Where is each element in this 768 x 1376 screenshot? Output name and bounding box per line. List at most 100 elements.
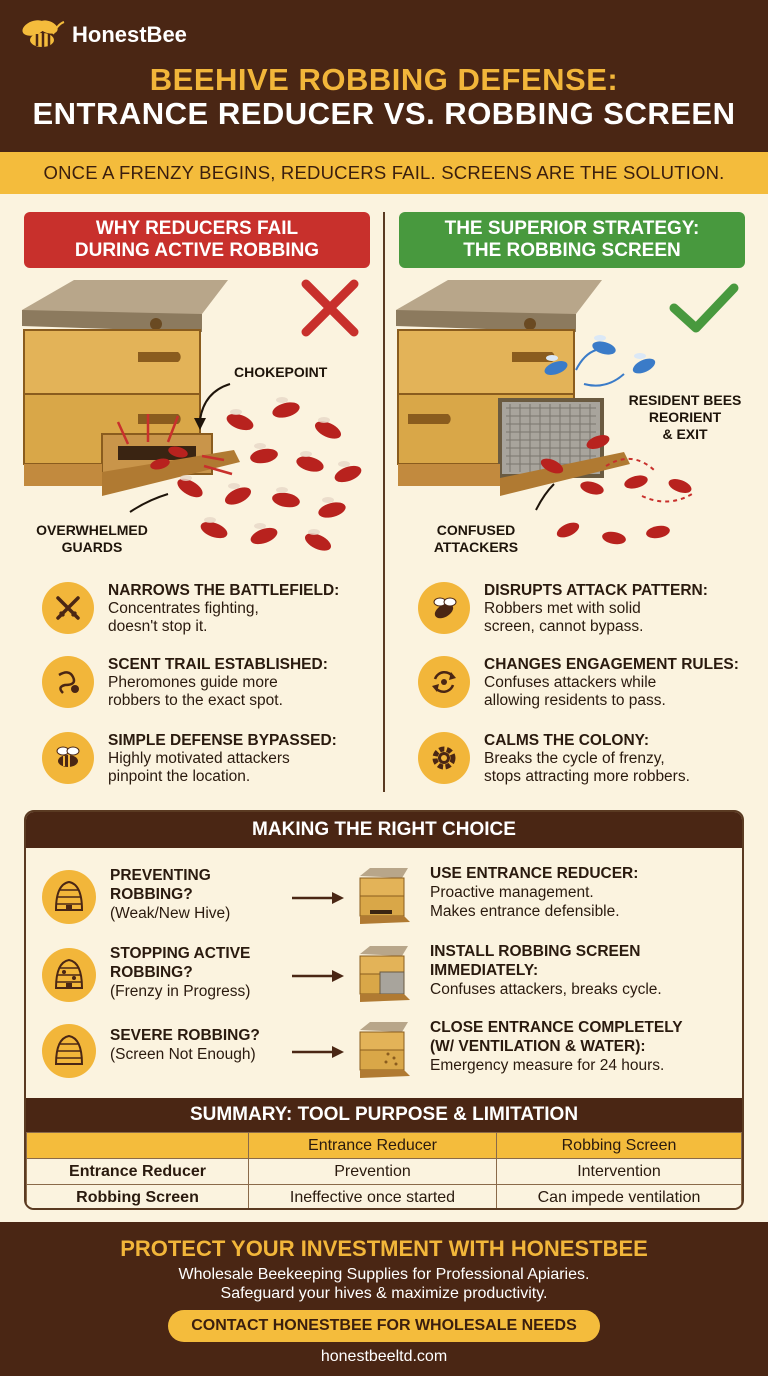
answer-line: Emergency measure for 24 hours.: [430, 1057, 665, 1074]
hive-reducer-illustration: [22, 279, 362, 551]
table-row: Entrance Reducer Prevention Intervention: [26, 1158, 742, 1185]
point-line: Breaks the cycle of frenzy,: [484, 750, 665, 767]
answer-line: Proactive management.: [430, 884, 594, 901]
screen-point-3: CALMS THE COLONY: Breaks the cycle of fr…: [418, 732, 768, 786]
point-line: pinpoint the location.: [108, 768, 251, 785]
point-heading: SIMPLE DEFENSE BYPASSED:: [108, 732, 337, 749]
table-row-header: Robbing Screen: [26, 1184, 249, 1208]
guards-label-line1: OVERWHELMED: [36, 522, 148, 538]
table-header-cell: [26, 1132, 249, 1159]
question-line: STOPPING ACTIVE: [110, 945, 251, 962]
point-line: Pheromones guide more: [108, 674, 278, 691]
footer-subtitle: Wholesale Beekeeping Supplies for Profes…: [0, 1265, 768, 1303]
answer-heading: INSTALL ROBBING SCREEN: [430, 943, 641, 960]
question-line: (Screen Not Enough): [110, 1046, 256, 1063]
reducer-title-line1: WHY REDUCERS FAIL: [95, 218, 299, 239]
footer-title: PROTECT YOUR INVESTMENT WITH HONESTBEE: [120, 1236, 648, 1261]
table-header-cell: Entrance Reducer: [248, 1132, 497, 1159]
answer-line: Confuses attackers, breaks cycle.: [430, 981, 662, 998]
decision-row-severe: SEVERE ROBBING? (Screen Not Enough) CLOS…: [26, 1016, 742, 1088]
question-line: SEVERE ROBBING?: [110, 1027, 260, 1044]
question-line: PREVENTING: [110, 867, 211, 884]
footer: PROTECT YOUR INVESTMENT WITH HONESTBEE W…: [0, 1222, 768, 1376]
table-cell: Can impede ventilation: [496, 1184, 742, 1208]
screen-title-line1: THE SUPERIOR STRATEGY:: [444, 218, 700, 239]
answer-heading: IMMEDIATELY:: [430, 962, 539, 979]
reducer-point-2: SCENT TRAIL ESTABLISHED: Pheromones guid…: [42, 656, 392, 710]
hive-reducer-thumbnail: [359, 868, 410, 924]
logo[interactable]: HonestBee: [20, 18, 187, 52]
resident-bees-label: RESIDENT BEES REORIENT & EXIT: [622, 392, 748, 443]
page-title-line2: ENTRANCE REDUCER VS. ROBBING SCREEN: [32, 96, 736, 131]
decision-answer: USE ENTRANCE REDUCER: Proactive manageme…: [430, 864, 740, 921]
answer-heading: CLOSE ENTRANCE COMPLETELY: [430, 1019, 683, 1036]
guards-label-line2: GUARDS: [61, 539, 123, 555]
point-heading: CHANGES ENGAGEMENT RULES:: [484, 656, 739, 673]
decision-answer: INSTALL ROBBING SCREEN IMMEDIATELY: Conf…: [430, 942, 740, 999]
arrow-right-icon: [292, 970, 344, 982]
table-header-cell: Robbing Screen: [496, 1132, 742, 1159]
point-line: screen, cannot bypass.: [484, 618, 644, 635]
chokepoint-label: CHOKEPOINT: [234, 364, 328, 380]
point-line: Highly motivated attackers: [108, 750, 290, 767]
point-line: Confuses attackers while: [484, 674, 657, 691]
question-line: ROBBING?: [110, 964, 193, 981]
hive-closed-thumbnail: [359, 1022, 410, 1078]
resident-label-line1: RESIDENT BEES: [628, 392, 742, 408]
confused-label-line1: CONFUSED: [436, 522, 516, 538]
decision-question: PREVENTING ROBBING? (Weak/New Hive): [110, 866, 230, 923]
table-cell: Prevention: [248, 1158, 497, 1185]
arrow-right-icon: [292, 1046, 344, 1058]
point-line: stops attracting more robbers.: [484, 768, 690, 785]
question-line: (Frenzy in Progress): [110, 983, 251, 1000]
confused-attackers-label: CONFUSED ATTACKERS: [426, 522, 526, 556]
resident-label-line3: & EXIT: [662, 426, 708, 442]
bee-logo-icon: [22, 20, 65, 47]
reducer-column-title: WHY REDUCERS FAIL DURING ACTIVE ROBBING: [24, 212, 370, 268]
point-line: Concentrates fighting,: [108, 600, 259, 617]
hive-skep-icon: [42, 870, 96, 924]
page-title-line1: BEEHIVE ROBBING DEFENSE:: [149, 62, 619, 97]
reducer-point-3: SIMPLE DEFENSE BYPASSED: Highly motivate…: [42, 732, 392, 786]
decision-answer: CLOSE ENTRANCE COMPLETELY (W/ VENTILATIO…: [430, 1018, 740, 1075]
exchange-icon: [418, 656, 470, 708]
confused-label-line2: ATTACKERS: [433, 539, 519, 555]
answer-line: Makes entrance defensible.: [430, 903, 620, 920]
decision-row-preventing: PREVENTING ROBBING? (Weak/New Hive) USE …: [26, 862, 742, 934]
answer-heading: USE ENTRANCE REDUCER:: [430, 865, 639, 882]
screen-scene: RESIDENT BEES REORIENT & EXIT CONFUSED A…: [392, 274, 752, 566]
gear-icon: [418, 732, 470, 784]
header: HonestBee BEEHIVE ROBBING DEFENSE: ENTRA…: [0, 0, 768, 152]
point-line: robbers to the exact spot.: [108, 692, 283, 709]
resident-label-line2: REORIENT: [648, 409, 722, 425]
brand-name: HonestBee: [72, 22, 187, 47]
decision-row-stopping: STOPPING ACTIVE ROBBING? (Frenzy in Prog…: [26, 940, 742, 1012]
decision-panel-title: MAKING THE RIGHT CHOICE: [26, 812, 742, 848]
hive-skep-icon: [42, 1024, 96, 1078]
footer-subtitle-line2: Safeguard your hives & maximize producti…: [220, 1285, 548, 1302]
point-line: Robbers met with solid: [484, 600, 641, 617]
summary-title: SUMMARY: TOOL PURPOSE & LIMITATION: [26, 1098, 742, 1132]
point-heading: CALMS THE COLONY:: [484, 732, 650, 749]
hive-skep-icon: [42, 948, 96, 1002]
table-row-header: Entrance Reducer: [26, 1158, 249, 1185]
decision-question: STOPPING ACTIVE ROBBING? (Frenzy in Prog…: [110, 944, 250, 1001]
screen-column-title: THE SUPERIOR STRATEGY: THE ROBBING SCREE…: [399, 212, 745, 268]
hive-screen-thumbnail: [359, 946, 410, 1002]
table-cell: Ineffective once started: [248, 1184, 497, 1208]
table-cell: Intervention: [496, 1158, 742, 1185]
hive-screen-illustration: [396, 280, 739, 545]
screen-point-1: DISRUPTS ATTACK PATTERN: Robbers met wit…: [418, 582, 768, 636]
website-link[interactable]: honestbeeltd.com: [320, 1348, 448, 1365]
key-message-banner: ONCE A FRENZY BEGINS, REDUCERS FAIL. SCR…: [0, 152, 768, 194]
bee-icon: [42, 732, 94, 784]
reducer-point-1: NARROWS THE BATTLEFIELD: Concentrates fi…: [42, 582, 392, 636]
table-header-row: Entrance Reducer Robbing Screen: [26, 1132, 742, 1159]
scent-trail-icon: [42, 656, 94, 708]
contact-button[interactable]: CONTACT HONESTBEE FOR WHOLESALE NEEDS: [168, 1310, 600, 1342]
column-divider: [383, 212, 385, 792]
summary-table: Entrance Reducer Robbing Screen Entrance…: [26, 1132, 742, 1208]
overwhelmed-guards-label: OVERWHELMED GUARDS: [32, 522, 152, 556]
reducer-scene: CHOKEPOINT OVERWHELMED GUARDS: [18, 274, 378, 566]
table-row: Robbing Screen Ineffective once started …: [26, 1184, 742, 1208]
